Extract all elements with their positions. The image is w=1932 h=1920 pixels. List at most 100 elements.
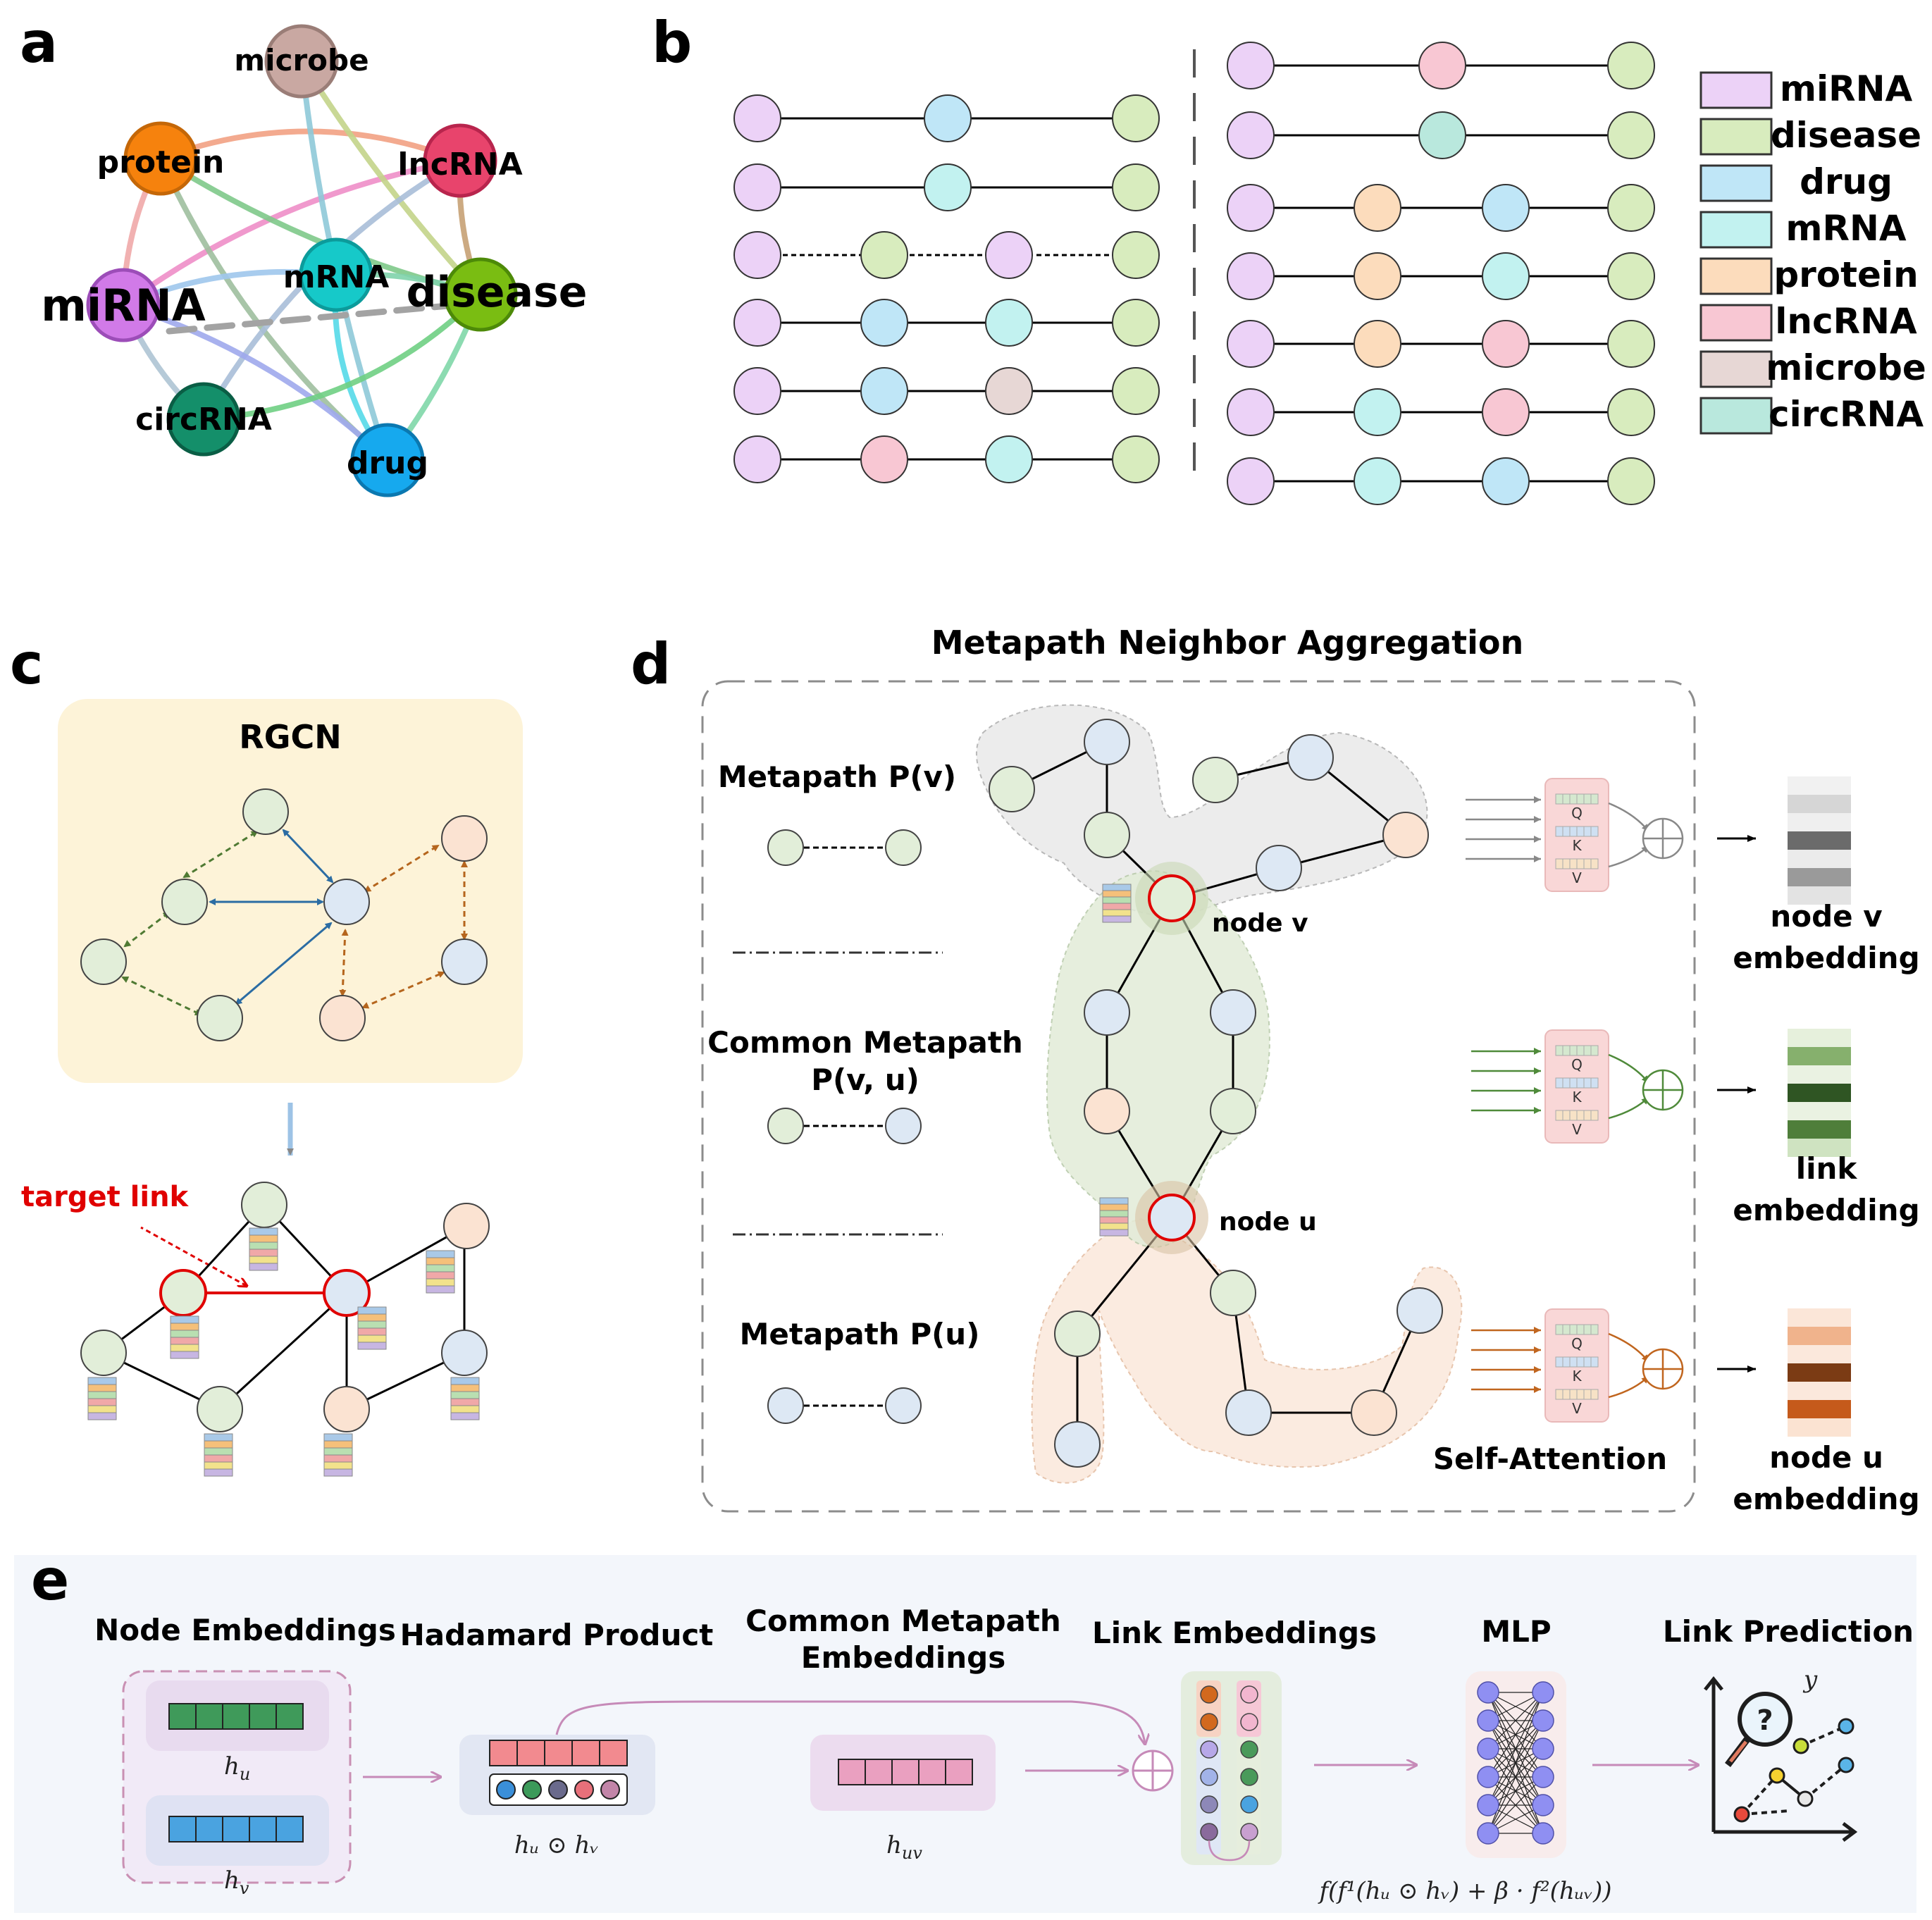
metapath-row: [1227, 184, 1655, 232]
rgcn-node: [441, 939, 488, 985]
vector-cell: [195, 1816, 223, 1842]
rgcn-edges: [121, 829, 468, 1016]
node-feature-stacks: [87, 1227, 480, 1477]
legend-item-disease: disease: [1699, 115, 1921, 156]
metapath-node-microbe: [985, 367, 1033, 415]
mlp-title: MLP: [1481, 1614, 1551, 1649]
target-link-label: target link: [21, 1181, 190, 1213]
rgcn-box: [58, 699, 523, 1083]
h-uv-vector: [838, 1759, 973, 1785]
graph-node: [443, 1203, 490, 1249]
mlp-neuron: [1532, 1766, 1554, 1788]
link-embedding-dot: [1200, 1768, 1218, 1786]
metapath-node-disease: [1607, 252, 1655, 300]
rgcn-node: [441, 815, 488, 862]
attention-v-label: V: [1572, 1121, 1582, 1138]
legend-swatch: [1699, 211, 1773, 249]
target-link-pointer: [140, 1226, 247, 1286]
rgcn-node: [319, 995, 366, 1041]
vector-cell: [275, 1816, 304, 1842]
vector-cell: [195, 1703, 223, 1730]
vector-cell: [222, 1703, 250, 1730]
graph-node: [197, 1386, 243, 1432]
panel-d-title: Metapath Neighbor Aggregation: [931, 624, 1524, 662]
vector-cell: [249, 1816, 277, 1842]
network-node-lncRNA: [423, 123, 497, 198]
graph-node: [323, 1386, 370, 1432]
vector-cell: [249, 1703, 277, 1730]
metapath-row: [1227, 320, 1655, 368]
vector-cell: [571, 1740, 600, 1766]
network-node-drug: [350, 423, 425, 497]
metapath-node-disease: [1112, 94, 1160, 142]
attention-k-label: K: [1572, 1089, 1582, 1105]
graph-node: [1287, 734, 1334, 781]
feature-stack: [204, 1433, 233, 1477]
predicted-association-edge: [166, 299, 483, 335]
graph-node: [1225, 1389, 1272, 1436]
link-embedding-dot: [1240, 1740, 1258, 1759]
feature-stack: [323, 1433, 353, 1477]
panel-label-e-top: e: [31, 1547, 69, 1613]
legend-swatch: [1699, 350, 1773, 388]
link-embedding-dot: [1200, 1740, 1218, 1759]
metapath-node-disease: [1607, 184, 1655, 232]
node-v-embedding-label-2: embedding: [1733, 941, 1919, 975]
metapath-node-mRNA: [1354, 388, 1401, 436]
node-feature-stacks: [1099, 884, 1132, 1237]
svg-text:?: ?: [1757, 1704, 1773, 1737]
hadamard-dots: [496, 1780, 620, 1800]
metapath-node-disease: [1112, 299, 1160, 347]
graph-node: [1084, 812, 1130, 858]
feature-stack: [450, 1377, 480, 1420]
metapath-node-mRNA: [1482, 252, 1530, 300]
node-v-embedding-label-1: node v: [1770, 899, 1882, 934]
metapath-row: [733, 367, 1160, 415]
graph-node: [1210, 989, 1256, 1036]
graph-node: [1054, 1311, 1101, 1357]
attention-v-label: V: [1572, 1400, 1582, 1417]
metapath-node-disease: [860, 231, 908, 279]
common-metapath-pair: [767, 1108, 922, 1144]
link-embedding-dot: [1200, 1685, 1218, 1704]
legend-item-mRNA: mRNA: [1699, 208, 1907, 249]
y-label: y: [1802, 1666, 1818, 1694]
rgcn-node: [242, 788, 289, 835]
graph-node: [1084, 989, 1130, 1036]
hadamard-dot: [522, 1780, 542, 1800]
graph-node: [1256, 845, 1302, 891]
mlp-neuron: [1477, 1794, 1499, 1816]
rgcn-node: [80, 939, 127, 985]
h-uv-label: huv: [886, 1831, 922, 1863]
metapath-v-pair: [767, 829, 922, 866]
metapath-node-miRNA: [985, 231, 1033, 279]
hadamard-dot: [600, 1780, 620, 1800]
metapath-row: [733, 435, 1160, 483]
mlp-neuron: [1532, 1794, 1554, 1816]
mlp-neuron: [1477, 1738, 1499, 1760]
attention-k-label: K: [1572, 1368, 1582, 1385]
feature-stack: [1099, 1197, 1129, 1237]
prediction-formula: f(f¹(hᵤ ⊙ hᵥ) + β · f²(hᵤᵥ)): [1317, 1877, 1611, 1905]
metapath-node-disease: [1607, 111, 1655, 159]
rgcn-title: RGCN: [239, 718, 341, 756]
metapath-node-disease: [1607, 388, 1655, 436]
attention-block: QKV: [1471, 1029, 1756, 1144]
panel-d-frame: [701, 680, 1696, 1513]
common-metapath-label-1: Common Metapath: [707, 1025, 1023, 1060]
metapath-node-lncRNA: [1482, 388, 1530, 436]
rgcn-node: [161, 879, 208, 925]
skip-connection-arrow: [555, 1700, 1145, 1744]
metapath-row: [733, 231, 1160, 279]
mlp-neuron: [1477, 1766, 1499, 1788]
vector-cell: [489, 1740, 518, 1766]
h-u-vector: [168, 1703, 304, 1730]
mlp-neuron: [1532, 1822, 1554, 1845]
metapath-node-miRNA: [733, 231, 781, 279]
target-node-miRNA: [159, 1269, 207, 1317]
vector-cell: [544, 1740, 573, 1766]
node-u-label: node u: [1219, 1208, 1317, 1237]
metapath-node-miRNA: [1227, 388, 1275, 436]
feature-stack: [357, 1306, 387, 1350]
